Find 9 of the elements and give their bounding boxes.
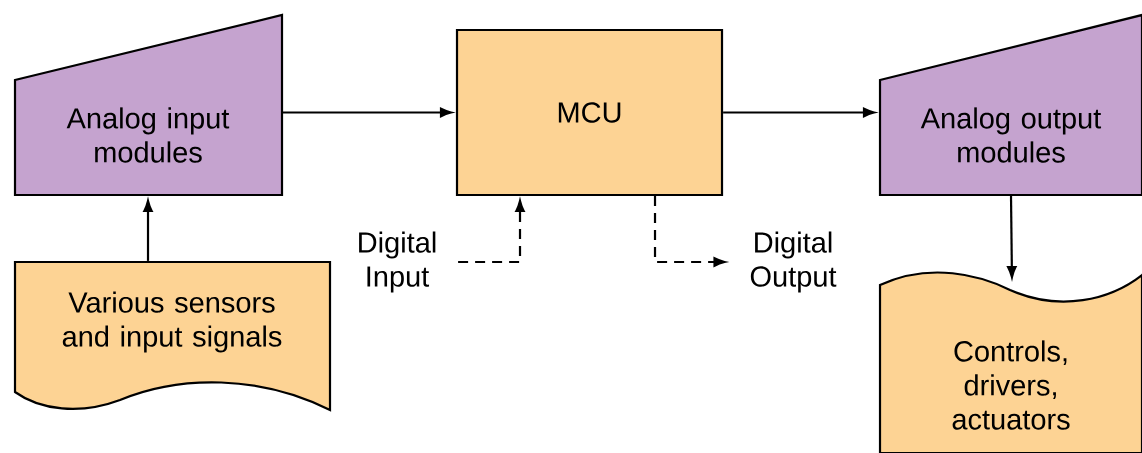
- edge-text: Digital Output: [750, 231, 837, 293]
- arrow: [458, 199, 525, 264]
- module-box: Analog output modules: [878, 13, 1142, 197]
- arrow: [143, 199, 153, 261]
- module-box: Analog input modules: [13, 13, 284, 197]
- arrow: [1007, 196, 1017, 279]
- arrow: [653, 196, 726, 267]
- process-box: MCU: [455, 28, 724, 197]
- edge-text: Digital Input: [359, 231, 436, 293]
